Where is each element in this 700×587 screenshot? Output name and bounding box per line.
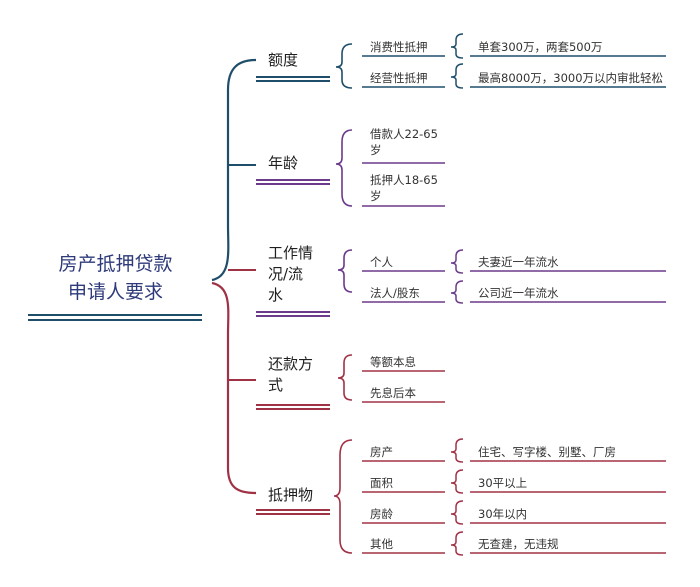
detail-brace (450, 280, 464, 304)
item-individual: 个人 (370, 255, 393, 269)
detail-consumer-quota: 单套300万，两套500万 (478, 40, 603, 54)
category-work-statement: 工作情 况/流 水 (268, 243, 313, 306)
detail-brace (450, 531, 464, 556)
category-label: 抵押物 (268, 486, 314, 504)
category-label-line: 式 (268, 376, 284, 394)
detail-braces (450, 33, 464, 556)
root-line: 房产抵押贷款 (58, 253, 173, 275)
category-label-line: 况/流 (268, 265, 304, 283)
category-label-line: 水 (268, 286, 284, 304)
category-brace (337, 249, 353, 293)
item-area: 面积 (370, 476, 393, 490)
trunk-upper-curve (211, 58, 257, 282)
category-brace (333, 439, 353, 554)
detail-property: 住宅、写字楼、别墅、厂房 (478, 445, 616, 459)
item-borrower-age: 借款人22-65 岁 (370, 126, 438, 158)
item-interest-first: 先息后本 (370, 386, 416, 400)
item-consumer-mortgage: 消费性抵押 (370, 40, 428, 54)
category-quota: 额度 (268, 50, 298, 71)
root-node: 房产抵押贷款 申请人要求 (28, 250, 203, 306)
item-property: 房产 (370, 445, 393, 459)
item-mortgagor-age: 抵押人18-65 岁 (370, 172, 438, 204)
category-brace (335, 129, 353, 207)
category-underlines (256, 76, 330, 515)
category-age: 年龄 (268, 153, 298, 174)
item-property-age: 房龄 (370, 507, 393, 521)
item-legal-person: 法人/股东 (370, 286, 420, 300)
item-line: 岁 (370, 143, 382, 157)
category-label-line: 还款方 (268, 355, 314, 373)
detail-other: 无查建，无违规 (478, 537, 559, 551)
detail-property-age: 30年以内 (478, 507, 528, 521)
detail-individual: 夫妻近一年流水 (478, 255, 559, 269)
detail-brace (450, 33, 464, 59)
item-line: 岁 (370, 189, 382, 203)
item-line: 借款人22-65 (370, 127, 438, 141)
detail-brace (450, 469, 464, 494)
detail-brace (450, 438, 464, 463)
item-underlines (362, 55, 445, 554)
detail-legal-person: 公司近一年流水 (478, 286, 559, 300)
category-brace (335, 43, 353, 89)
detail-underlines (470, 55, 666, 554)
detail-business-quota: 最高8000万，3000万以内审批轻松 (478, 71, 664, 85)
detail-brace (450, 249, 464, 274)
category-label: 额度 (268, 51, 299, 69)
category-brace (337, 354, 353, 401)
item-business-mortgage: 经营性抵押 (370, 71, 428, 85)
trunk-lower-curve (211, 281, 257, 495)
item-other: 其他 (370, 537, 393, 551)
category-repayment: 还款方 式 (268, 354, 313, 396)
category-collateral: 抵押物 (268, 485, 313, 506)
category-label-line: 工作情 (268, 244, 314, 262)
detail-area: 30平以上 (478, 476, 528, 490)
root-line: 申请人要求 (67, 281, 163, 303)
detail-brace (450, 500, 464, 525)
category-braces (333, 43, 353, 554)
category-label: 年龄 (268, 154, 299, 172)
item-line: 抵押人18-65 (370, 173, 438, 187)
item-equal-installment: 等额本息 (370, 355, 416, 369)
detail-brace (450, 63, 464, 89)
